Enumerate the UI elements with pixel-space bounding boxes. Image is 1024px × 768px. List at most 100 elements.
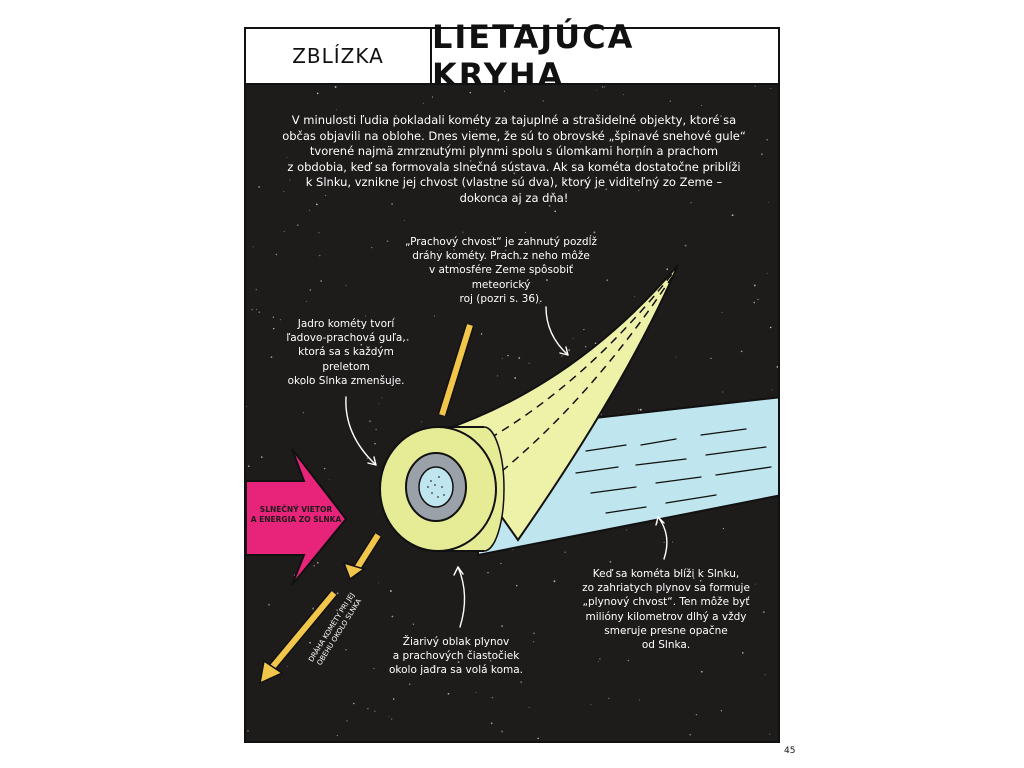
star-speck xyxy=(318,254,321,257)
star-speck xyxy=(666,268,668,270)
star-speck xyxy=(320,280,322,282)
star-speck xyxy=(722,391,724,393)
star-speck xyxy=(336,609,338,612)
star-speck xyxy=(678,572,681,574)
star-speck xyxy=(582,240,585,243)
star-speck xyxy=(300,383,303,386)
star-speck xyxy=(381,397,383,399)
star-speck xyxy=(309,377,312,380)
star-speck xyxy=(776,365,778,368)
star-speck xyxy=(597,661,599,663)
star-speck xyxy=(538,302,540,304)
star-speck xyxy=(757,298,759,301)
star-speck xyxy=(258,311,261,313)
solar-wind-label: SLNEČNÝ VIETOR A ENERGIA ZO SLNKA xyxy=(250,505,342,524)
star-speck xyxy=(504,153,507,155)
star-speck xyxy=(475,692,477,694)
nucleus-annotation: Jadro kométy tvorí ľadovo-prachová guľa,… xyxy=(286,318,406,387)
star-speck xyxy=(594,342,597,345)
star-speck xyxy=(366,457,369,460)
star-speck xyxy=(490,722,493,725)
star-speck xyxy=(548,205,551,207)
star-speck xyxy=(402,166,404,168)
star-speck xyxy=(731,613,733,614)
star-speck xyxy=(579,141,582,143)
page-number: 45 xyxy=(784,746,796,756)
star-speck xyxy=(669,100,671,102)
star-speck xyxy=(365,315,367,317)
star-speck xyxy=(469,91,472,94)
star-speck xyxy=(623,631,626,634)
star-speck xyxy=(501,625,503,627)
star-speck xyxy=(336,592,339,595)
star-speck xyxy=(378,403,380,405)
star-speck xyxy=(256,308,257,310)
star-speck xyxy=(515,584,518,587)
star-speck xyxy=(427,153,430,155)
star-speck xyxy=(720,710,723,712)
star-speck xyxy=(732,581,734,583)
star-speck xyxy=(568,349,571,351)
star-speck xyxy=(251,308,254,311)
star-speck xyxy=(345,649,347,651)
star-speck xyxy=(346,720,348,722)
star-speck xyxy=(302,411,305,414)
star-speck xyxy=(432,665,435,667)
star-speck xyxy=(260,456,263,458)
star-speck xyxy=(584,345,587,348)
star-speck xyxy=(391,615,394,618)
star-speck xyxy=(510,118,512,120)
star-speck xyxy=(432,96,434,98)
star-speck xyxy=(609,560,612,563)
star-speck xyxy=(770,87,772,89)
star-speck xyxy=(458,263,461,265)
star-speck xyxy=(658,570,661,572)
star-speck xyxy=(501,358,503,360)
star-speck xyxy=(313,564,316,567)
dust-tail-annotation: „Prachový chvost“ je zahnutý pozdĺž dráh… xyxy=(405,236,597,305)
intro-text: V minulosti ľudia pokladali kométy za ta… xyxy=(282,113,746,205)
star-speck xyxy=(388,715,390,717)
star-speck xyxy=(438,249,440,251)
star-speck xyxy=(505,249,507,252)
star-speck xyxy=(639,408,642,411)
star-speck xyxy=(519,257,522,260)
star-speck xyxy=(371,246,373,249)
star-speck xyxy=(767,201,769,203)
star-speck xyxy=(494,250,497,252)
star-speck xyxy=(408,683,411,685)
orbit-arrow-head-1 xyxy=(342,561,366,581)
pointer-gas xyxy=(657,516,668,560)
star-speck xyxy=(769,326,772,329)
star-speck xyxy=(578,252,581,254)
star-speck xyxy=(345,285,347,287)
star-speck xyxy=(623,94,625,96)
star-speck xyxy=(268,603,271,606)
star-speck xyxy=(761,153,763,155)
star-speck xyxy=(720,115,722,117)
star-speck xyxy=(513,172,516,175)
star-speck xyxy=(353,702,355,705)
star-speck xyxy=(717,169,719,171)
star-speck xyxy=(462,231,464,233)
star-speck xyxy=(481,133,483,136)
star-speck xyxy=(638,190,640,192)
star-speck xyxy=(584,180,587,183)
star-speck xyxy=(457,661,460,663)
star-speck xyxy=(328,479,330,481)
star-speck xyxy=(255,288,258,291)
star-speck xyxy=(296,224,299,226)
star-speck xyxy=(669,174,671,176)
star-speck xyxy=(391,718,393,720)
star-speck xyxy=(412,623,415,625)
star-speck xyxy=(597,134,600,137)
star-speck xyxy=(270,356,273,358)
star-speck xyxy=(590,704,592,706)
star-speck xyxy=(605,188,607,191)
star-speck xyxy=(753,301,756,304)
star-speck xyxy=(766,138,769,141)
star-speck xyxy=(480,637,482,640)
space-panel: V minulosti ľudia pokladali kométy za ta… xyxy=(244,83,780,743)
page-title: LIETAJÚCA KRYHA xyxy=(432,18,635,94)
star-speck xyxy=(700,670,703,673)
